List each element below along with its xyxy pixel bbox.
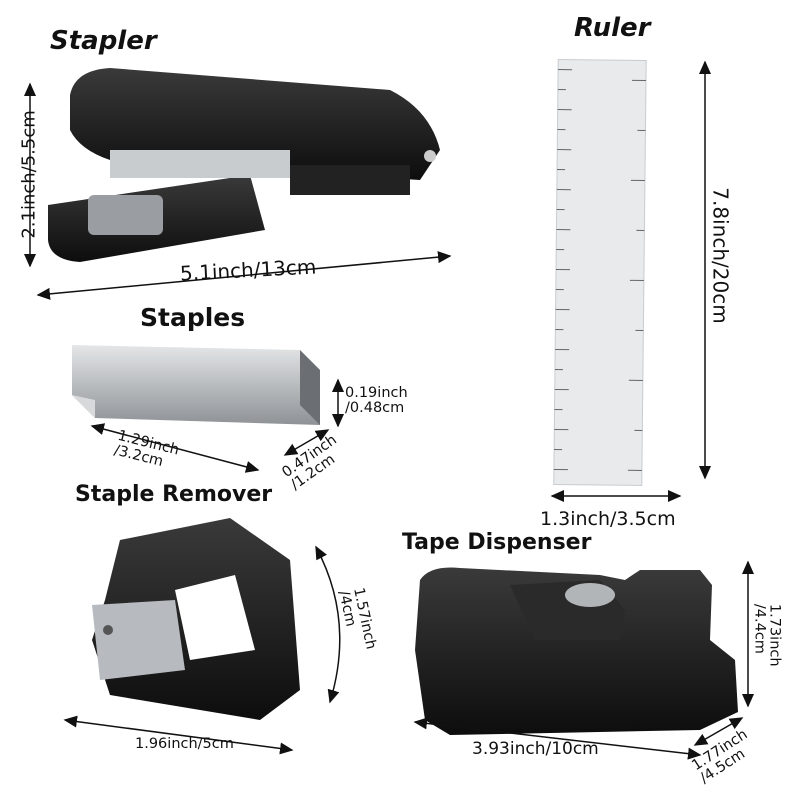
staples-title: Staples [140, 303, 246, 332]
remover-height-arrow [315, 545, 341, 704]
stapler-title: Stapler [50, 26, 157, 56]
tape-length-arrow [413, 717, 702, 760]
staples-length-arrow [90, 423, 260, 473]
remover-length-label: 1.96inch/5cm [135, 736, 234, 752]
stapler-length-arrow [36, 251, 452, 300]
ruler-width-label: 1.3inch/3.5cm [540, 508, 676, 530]
staples-height-label: 0.19inch /0.48cm [345, 385, 408, 417]
ruler-length-label: 7.8inch/20cm [708, 187, 733, 324]
stapler-height-label: 2.1inch/5.5cm [18, 110, 40, 239]
staples-depth-arrow [283, 429, 330, 456]
tape-height-label: 1.73inch /4.4cm [751, 603, 783, 667]
ruler-image [553, 59, 647, 486]
staples-image [72, 345, 320, 425]
staples-height-cm: /0.48cm [345, 400, 405, 417]
stapler-image [48, 68, 440, 262]
tape-dispenser-title: Tape Dispenser [402, 530, 592, 555]
tape-dispenser-image [415, 567, 738, 735]
staple-remover-image [92, 518, 300, 720]
staple-remover-title: Staple Remover [75, 482, 273, 507]
remover-length-arrow [63, 715, 294, 755]
ruler-title: Ruler [574, 13, 651, 43]
tape-length-label: 3.93inch/10cm [472, 739, 599, 759]
staples-height-inch: 0.19inch [345, 385, 408, 401]
tape-depth-arrow [693, 717, 744, 746]
tape-height-cm: /4.4cm [751, 603, 768, 654]
tape-height-inch: 1.73inch [766, 603, 783, 667]
